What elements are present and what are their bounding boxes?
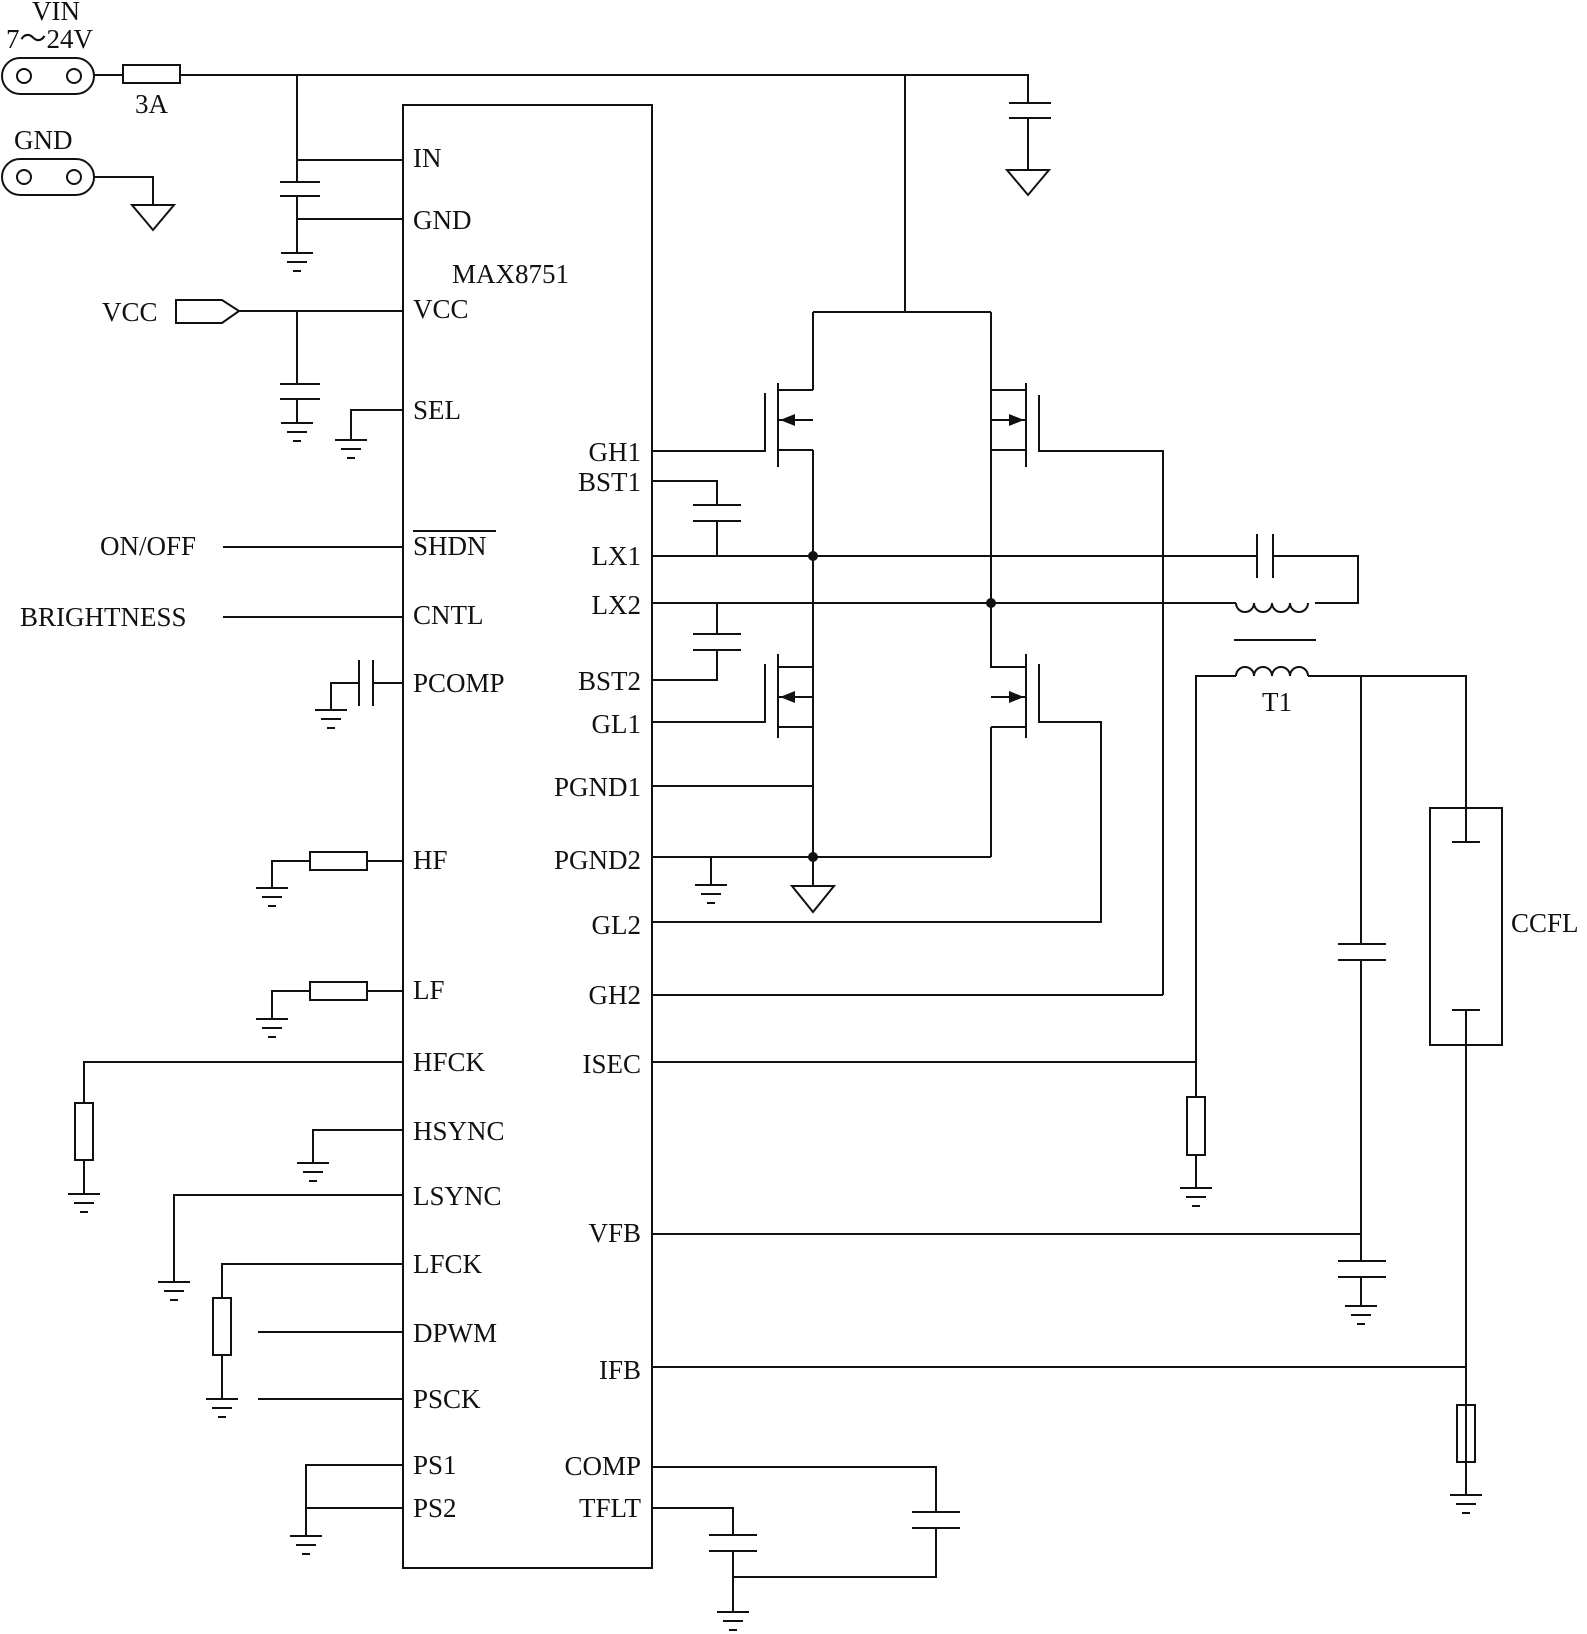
pin-ps1: PS1 [413, 1450, 457, 1480]
pin-cntl: CNTL [413, 600, 484, 630]
transformer-label: T1 [1262, 687, 1292, 717]
pin-lf: LF [413, 975, 445, 1005]
mosfet-q1 [652, 383, 814, 879]
junction-lx2 [986, 598, 996, 608]
ground-symbol-ifb [1450, 1462, 1482, 1514]
ground-symbol-hsync [297, 1162, 329, 1182]
pin-pgnd2: PGND2 [554, 845, 641, 875]
pin-shdn: SHDN [413, 531, 487, 561]
ground-symbol-sel [335, 439, 367, 459]
ground-symbol-pcomp [315, 709, 347, 729]
shutdown-net-label: ON/OFF [100, 531, 196, 561]
ground-symbol-isec [1180, 1187, 1212, 1207]
ground-symbol-lfck [206, 1398, 238, 1418]
ground-symbol-vfb [1345, 1305, 1377, 1325]
ccfl-label: CCFL [1511, 908, 1579, 938]
pin-ifb: IFB [599, 1355, 641, 1385]
ground-symbol-pgnd [695, 884, 727, 904]
fuse [122, 64, 181, 84]
vin-label: VIN [32, 0, 80, 26]
vcc-net-label: VCC [102, 297, 158, 327]
lf-resistor [309, 981, 368, 1001]
pin-vfb: VFB [588, 1218, 641, 1248]
ic-body [402, 104, 653, 1569]
ground-symbol-hf [256, 887, 288, 907]
pin-pcomp: PCOMP [413, 668, 505, 698]
pin-lx1: LX1 [592, 541, 642, 571]
pin-ps2: PS2 [413, 1493, 457, 1523]
ground-symbol-lsync [158, 1281, 190, 1301]
pin-bst2: BST2 [578, 666, 641, 696]
vcc-net-flag [175, 299, 241, 324]
ground-symbol-hfck [68, 1193, 100, 1213]
series-capacitor [1256, 534, 1274, 578]
ground-arrow-pgnd [789, 885, 837, 914]
pin-hsync: HSYNC [413, 1116, 505, 1146]
transformer-t1 [1234, 602, 1316, 677]
mosfet-q4 [652, 654, 1102, 923]
pin-in: IN [413, 143, 442, 173]
pin-gnd: GND [413, 205, 472, 235]
pin-hf: HF [413, 845, 448, 875]
pin-lfck: LFCK [413, 1249, 483, 1279]
ground-symbol-lf [256, 1018, 288, 1038]
pin-lsync: LSYNC [413, 1181, 502, 1211]
pin-gh2: GH2 [589, 980, 642, 1010]
pin-isec: ISEC [582, 1049, 641, 1079]
junction-lx1 [808, 551, 818, 561]
ground-symbol-tflt [717, 1611, 749, 1631]
vin-connector [1, 57, 95, 95]
ground-arrow-vin-cap [1004, 169, 1052, 197]
ground-symbol-in-cap [281, 252, 313, 272]
lfck-resistor [212, 1297, 232, 1356]
ic-part-number: MAX8751 [452, 259, 569, 289]
hfck-resistor [74, 1102, 94, 1161]
ground-symbol-vcc-cap [281, 422, 313, 442]
brightness-net-label: BRIGHTNESS [20, 602, 187, 632]
mosfet-q3 [990, 383, 1164, 995]
vin-range-label: 7～24V [6, 24, 93, 54]
gnd-label: GND [14, 125, 73, 155]
vin-rail [297, 74, 1051, 170]
pin-gl1: GL1 [592, 709, 642, 739]
lx1-net [652, 555, 1359, 604]
pin-lx2: LX2 [592, 590, 642, 620]
pin-psck: PSCK [413, 1384, 481, 1414]
pin-gh1: GH1 [589, 437, 642, 467]
junction-pgnd [808, 852, 818, 862]
pin-gl2: GL2 [592, 910, 642, 940]
gnd-connector [1, 158, 95, 196]
pin-hfck: HFCK [413, 1047, 486, 1077]
pin-tflt: TFLT [579, 1493, 642, 1523]
pin-comp: COMP [564, 1451, 641, 1481]
pin-pgnd1: PGND1 [554, 772, 641, 802]
mosfet-q2 [652, 654, 813, 738]
ground-arrow-gnd [129, 204, 177, 232]
pin-dpwm: DPWM [413, 1318, 497, 1348]
fuse-rating-label: 3A [135, 89, 169, 119]
pin-bst1: BST1 [578, 467, 641, 497]
pin-sel: SEL [413, 395, 461, 425]
isec-sense-resistor [1186, 1096, 1206, 1156]
ground-symbol-ps [290, 1535, 322, 1555]
hf-resistor [309, 851, 368, 871]
pin-vcc: VCC [413, 294, 469, 324]
